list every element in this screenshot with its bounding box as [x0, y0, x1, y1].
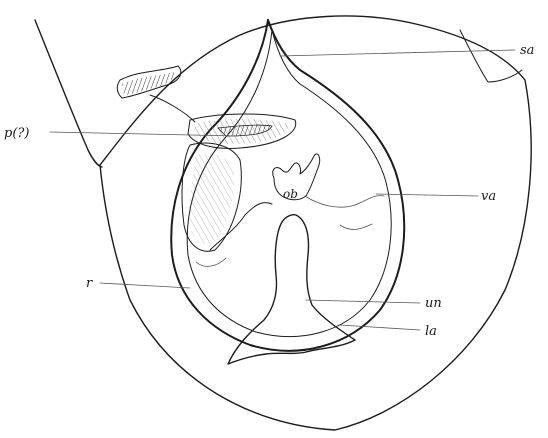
label-r: r [86, 276, 93, 291]
label-ob: ob [283, 187, 298, 201]
label-la: la [425, 324, 437, 339]
label-p: p(?) [4, 126, 29, 141]
left-body-contour [35, 20, 102, 167]
label-va: va [481, 189, 496, 204]
p-organ [150, 95, 296, 148]
label-sa: sa [520, 43, 534, 58]
label-un: un [425, 296, 442, 311]
right-body-contour [460, 30, 522, 82]
